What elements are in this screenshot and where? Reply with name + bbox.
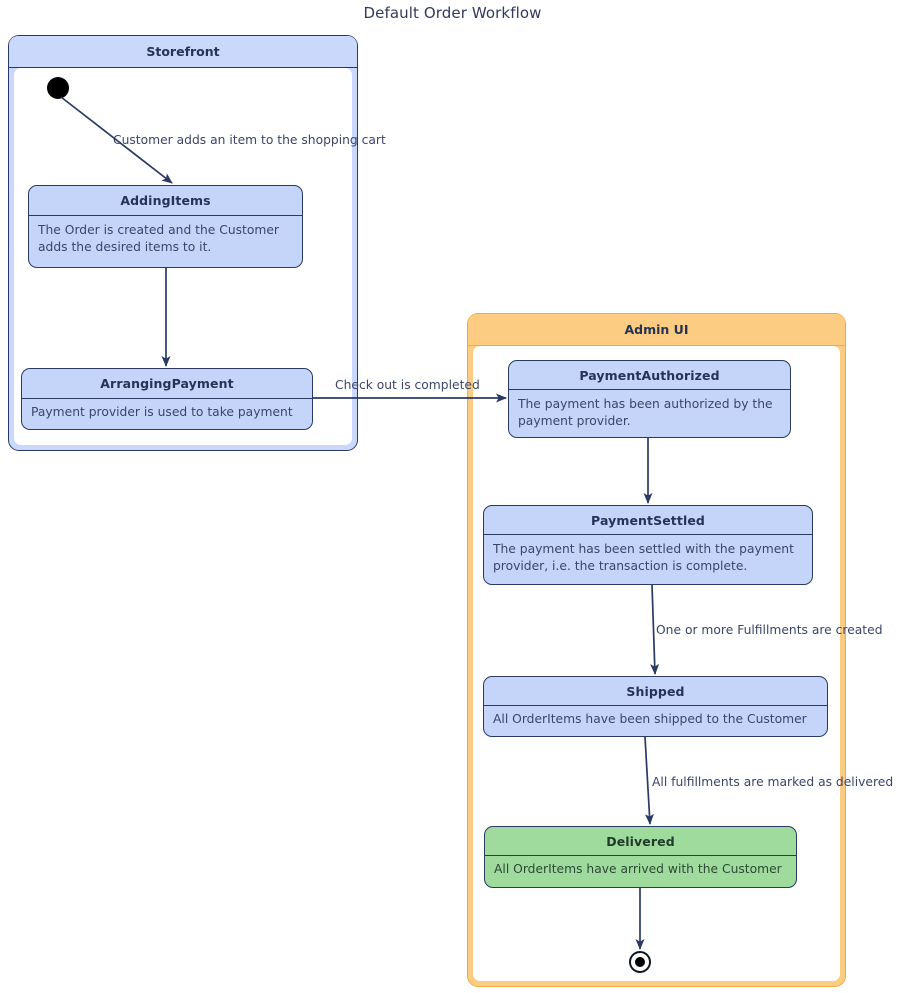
page-title: Default Order Workflow <box>363 4 542 22</box>
state-adding-items-title: AddingItems <box>29 186 302 216</box>
final-state-node[interactable] <box>629 951 651 973</box>
region-admin-ui-header: Admin UI <box>468 314 845 346</box>
initial-state-node[interactable] <box>47 77 69 99</box>
state-payment-authorized-description: The payment has been authorized by the p… <box>518 397 773 428</box>
transition-label-initial-to-adding-items: Customer adds an item to the shopping ca… <box>113 133 386 147</box>
state-arranging-payment[interactable]: ArrangingPayment Payment provider is use… <box>21 368 313 430</box>
state-delivered[interactable]: Delivered All OrderItems have arrived wi… <box>484 826 797 888</box>
region-storefront-header: Storefront <box>9 36 357 68</box>
transition-label-shipped-to-delivered: All fulfillments are marked as delivered <box>652 775 894 789</box>
state-payment-authorized-title: PaymentAuthorized <box>509 361 790 390</box>
state-delivered-title: Delivered <box>485 827 796 856</box>
state-adding-items[interactable]: AddingItems The Order is created and the… <box>28 185 303 268</box>
state-delivered-description: All OrderItems have arrived with the Cus… <box>494 862 782 876</box>
state-arranging-payment-title: ArrangingPayment <box>22 369 312 399</box>
state-arranging-payment-description: Payment provider is used to take payment <box>31 405 293 419</box>
state-payment-settled-description: The payment has been settled with the pa… <box>493 542 794 573</box>
state-payment-settled-title: PaymentSettled <box>484 506 812 535</box>
state-shipped-description: All OrderItems have been shipped to the … <box>493 712 807 726</box>
transition-label-payment-settled-to-shipped: One or more Fulfillments are created <box>656 623 883 637</box>
transition-label-arranging-payment-to-payment-authorized: Check out is completed <box>335 378 480 392</box>
state-payment-authorized[interactable]: PaymentAuthorized The payment has been a… <box>508 360 791 438</box>
state-adding-items-description: The Order is created and the Customer ad… <box>38 223 279 254</box>
state-shipped-title: Shipped <box>484 677 827 706</box>
state-payment-settled[interactable]: PaymentSettled The payment has been sett… <box>483 505 813 585</box>
state-shipped[interactable]: Shipped All OrderItems have been shipped… <box>483 676 828 737</box>
